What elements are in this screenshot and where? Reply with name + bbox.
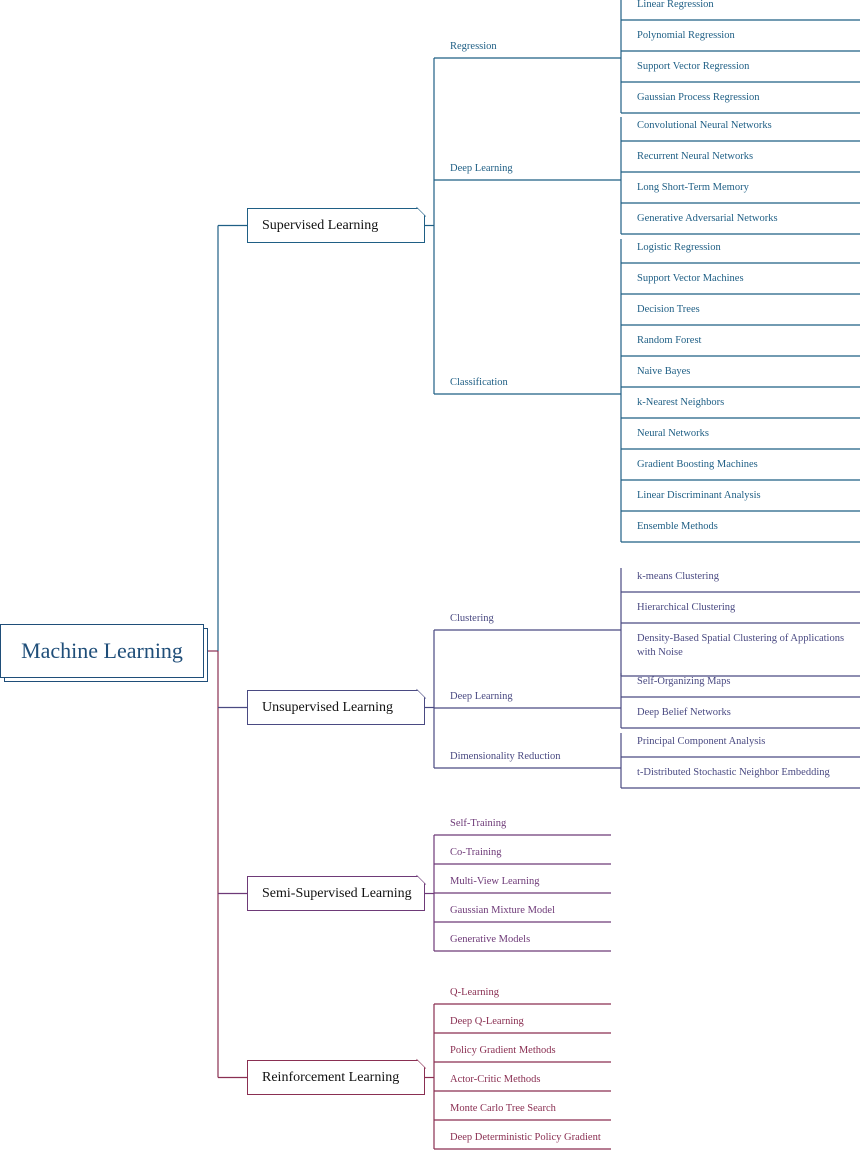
- leaf-label[interactable]: Multi-View Learning: [450, 876, 540, 887]
- leaf-label[interactable]: Naive Bayes: [637, 366, 691, 377]
- leaf-label[interactable]: Policy Gradient Methods: [450, 1045, 556, 1056]
- leaf-label[interactable]: Co-Training: [450, 847, 502, 858]
- sub-category-label[interactable]: Deep Learning: [450, 691, 513, 702]
- leaf-label[interactable]: Hierarchical Clustering: [637, 602, 736, 613]
- sub-category-label[interactable]: Clustering: [450, 613, 494, 624]
- leaf-label[interactable]: Linear Regression: [637, 0, 714, 10]
- leaf-label[interactable]: Principal Component Analysis: [637, 736, 766, 747]
- leaf-label[interactable]: Gaussian Mixture Model: [450, 905, 555, 916]
- branch-node-3[interactable]: Reinforcement Learning: [247, 1060, 425, 1095]
- leaf-label[interactable]: Actor-Critic Methods: [450, 1074, 541, 1085]
- root-node-label: Machine Learning: [21, 638, 183, 663]
- leaf-label[interactable]: Self-Training: [450, 818, 507, 829]
- leaf-label[interactable]: Deep Q-Learning: [450, 1016, 524, 1027]
- leaf-label[interactable]: t-Distributed Stochastic Neighbor Embedd…: [637, 767, 830, 778]
- leaf-label[interactable]: Self-Organizing Maps: [637, 676, 731, 687]
- leaf-label[interactable]: Density-Based Spatial Clustering of Appl…: [637, 633, 845, 658]
- leaf-label[interactable]: Monte Carlo Tree Search: [450, 1103, 556, 1114]
- leaf-label[interactable]: Support Vector Regression: [637, 61, 750, 72]
- leaf-label[interactable]: k-means Clustering: [637, 571, 719, 582]
- leaf-label[interactable]: Generative Models: [450, 934, 531, 945]
- branch-node-1[interactable]: Unsupervised Learning: [247, 690, 425, 725]
- leaf-label[interactable]: Generative Adversarial Networks: [637, 213, 778, 224]
- leaf-label[interactable]: Polynomial Regression: [637, 30, 735, 41]
- leaf-label[interactable]: Decision Trees: [637, 304, 700, 315]
- branch-node-2[interactable]: Semi-Supervised Learning: [247, 876, 425, 911]
- branch-node-label: Reinforcement Learning: [262, 1069, 400, 1085]
- leaf-label[interactable]: Deep Deterministic Policy Gradient: [450, 1132, 601, 1143]
- branch-node-label: Semi-Supervised Learning: [262, 885, 412, 901]
- leaf-label[interactable]: Ensemble Methods: [637, 521, 718, 532]
- branch-node-label: Unsupervised Learning: [262, 699, 394, 715]
- sub-category-label[interactable]: Dimensionality Reduction: [450, 751, 561, 762]
- leaf-label[interactable]: Random Forest: [637, 335, 702, 346]
- leaf-label[interactable]: Gradient Boosting Machines: [637, 459, 758, 470]
- leaf-label[interactable]: Convolutional Neural Networks: [637, 120, 772, 131]
- branch-node-0[interactable]: Supervised Learning: [247, 208, 425, 243]
- branch-node-label: Supervised Learning: [262, 217, 379, 233]
- leaf-label[interactable]: Recurrent Neural Networks: [637, 151, 754, 162]
- sub-category-label[interactable]: Classification: [450, 377, 508, 388]
- sub-category-label[interactable]: Regression: [450, 41, 497, 52]
- leaf-label[interactable]: k-Nearest Neighbors: [637, 397, 725, 408]
- leaf-label[interactable]: Linear Discriminant Analysis: [637, 490, 761, 501]
- sub-category-label[interactable]: Deep Learning: [450, 163, 513, 174]
- leaf-label[interactable]: Long Short-Term Memory: [637, 182, 749, 193]
- leaf-label[interactable]: Q-Learning: [450, 987, 499, 998]
- root-node[interactable]: Machine Learning: [0, 624, 204, 678]
- leaf-label[interactable]: Deep Belief Networks: [637, 707, 731, 718]
- leaf-label[interactable]: Gaussian Process Regression: [637, 92, 760, 103]
- leaf-label[interactable]: Support Vector Machines: [637, 273, 744, 284]
- leaf-label[interactable]: Neural Networks: [637, 428, 710, 439]
- leaf-label[interactable]: Logistic Regression: [637, 242, 721, 253]
